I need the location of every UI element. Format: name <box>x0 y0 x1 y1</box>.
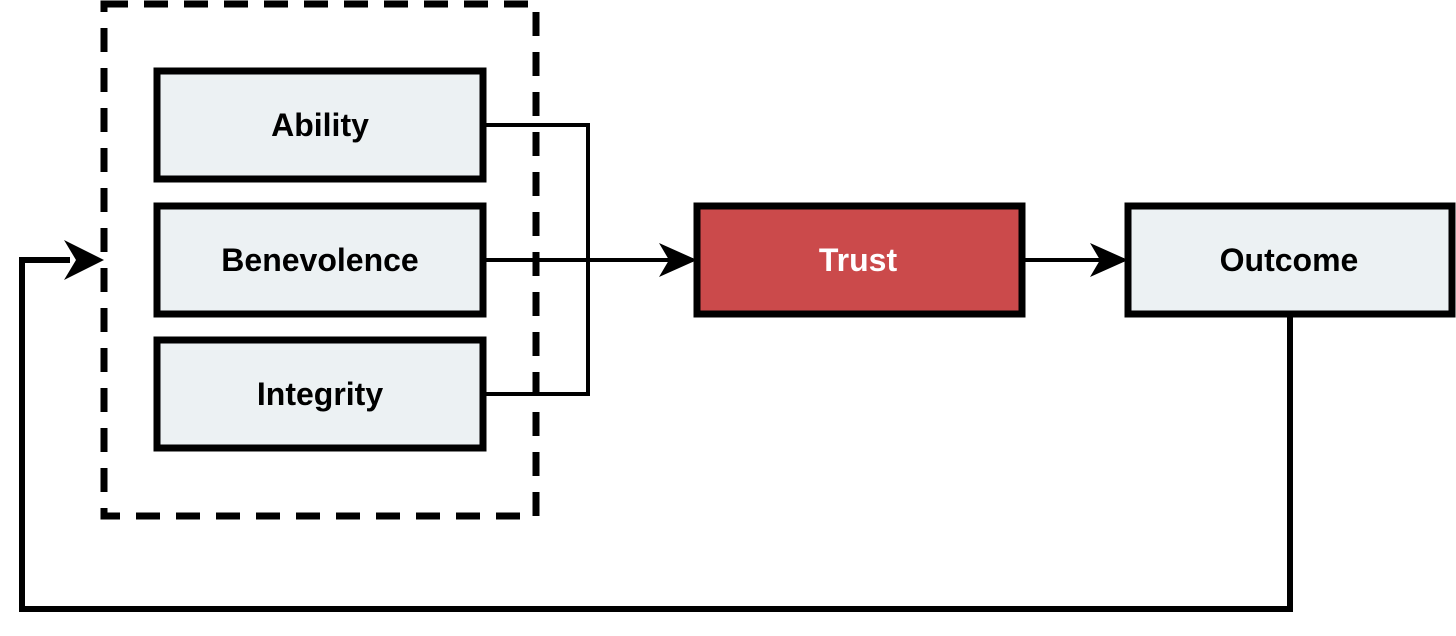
outcome-label: Outcome <box>1220 242 1359 278</box>
factor-connectors <box>483 123 590 396</box>
outcome-box: Outcome <box>1124 202 1456 318</box>
integrity-connector <box>483 260 590 396</box>
trust-to-outcome-arrowhead <box>1090 243 1128 277</box>
ability-connector <box>483 123 590 260</box>
ability-label: Ability <box>271 107 369 143</box>
integrity-box: Integrity <box>153 336 487 452</box>
feedback-loop-arrowhead <box>64 240 104 280</box>
feedback-loop-line <box>19 257 1293 612</box>
integrity-label: Integrity <box>257 376 383 412</box>
trust-box: Trust <box>693 202 1026 318</box>
benevolence-label: Benevolence <box>221 242 418 278</box>
trust-label: Trust <box>819 242 898 278</box>
ability-box: Ability <box>153 67 487 183</box>
factors-to-trust-arrowhead <box>659 243 697 277</box>
benevolence-box: Benevolence <box>153 202 487 318</box>
